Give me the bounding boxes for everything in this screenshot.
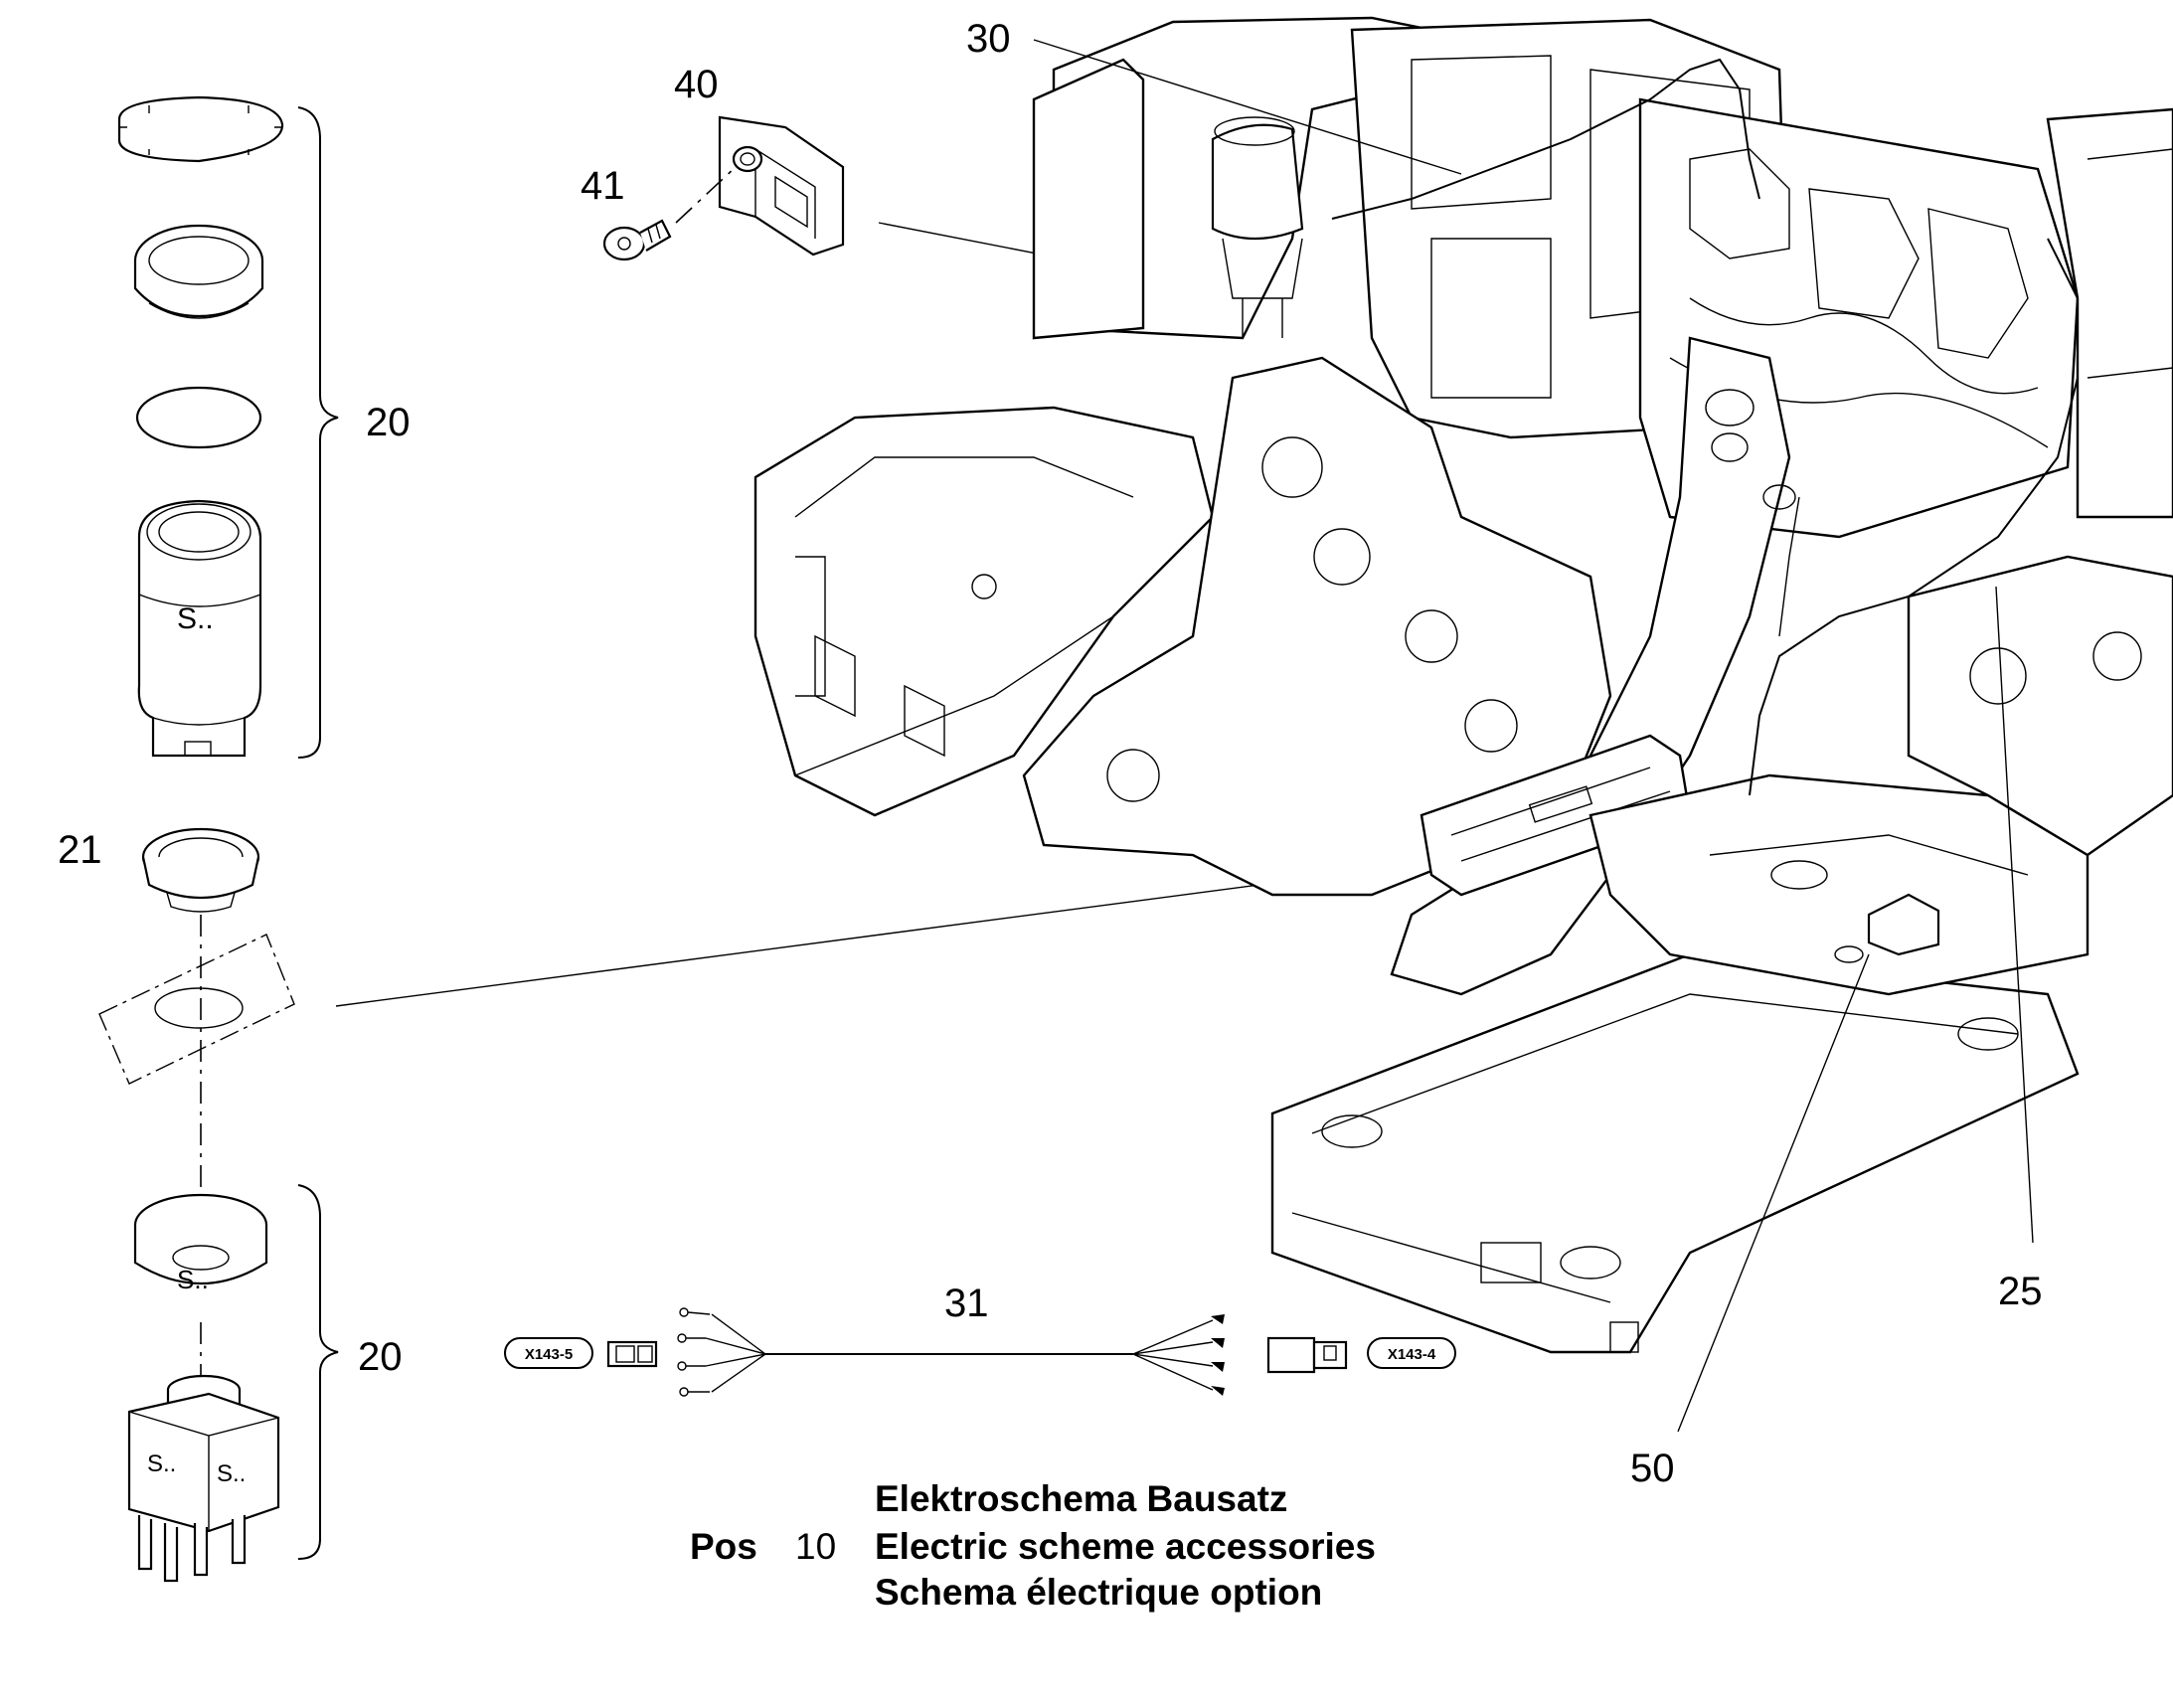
switch-marking-upper: S.. <box>177 602 214 635</box>
callout-21: 21 <box>58 828 102 872</box>
callout-40: 40 <box>674 63 719 106</box>
callout-25: 25 <box>1998 1270 2043 1313</box>
legend-line-en: Electric scheme accessories <box>875 1526 1376 1567</box>
retaining-ring <box>117 95 284 163</box>
switch-assembly-lower: S.. S.. S.. 20 <box>127 1184 403 1583</box>
machine-body <box>753 16 2173 1354</box>
legend-line-fr: Schema électrique option <box>875 1572 1322 1613</box>
cap <box>133 224 264 319</box>
legend: Elektroschema Bausatz Pos 10 Electric sc… <box>690 1478 1376 1613</box>
callout-20-lower: 20 <box>358 1335 403 1379</box>
screw-item-41: 41 <box>581 164 737 261</box>
switch-assembly-upper: S.. 20 <box>117 95 411 759</box>
svg-text:S..: S.. <box>147 1451 176 1477</box>
switch-marking-lower: S.. <box>177 1265 209 1294</box>
leader-25 <box>1995 586 2034 1244</box>
callout-31: 31 <box>944 1281 989 1325</box>
legend-pos-number: 10 <box>795 1526 836 1567</box>
svg-text:S..: S.. <box>217 1460 246 1487</box>
clip-item-40: 40 <box>674 63 845 256</box>
callout-41: 41 <box>581 164 625 208</box>
lens <box>135 386 262 449</box>
bezel-item-21: 21 <box>58 827 260 913</box>
callout-30: 30 <box>966 17 1011 61</box>
connector-tag-right: X143-4 <box>1367 1337 1456 1369</box>
leader-50 <box>1677 953 1870 1433</box>
connector-tag-left: X143-5 <box>504 1337 593 1369</box>
legend-pos-label: Pos <box>690 1526 757 1567</box>
panel-cutout <box>98 934 295 1085</box>
connector-plug-right <box>1266 1336 1348 1374</box>
connector-label-right: X143-4 <box>1388 1346 1436 1363</box>
connector-label-left: X143-5 <box>525 1346 573 1363</box>
switch-block: S.. S.. <box>127 1374 280 1583</box>
connector-plug-left <box>606 1340 658 1368</box>
callout-20-upper: 20 <box>366 401 411 444</box>
callout-50: 50 <box>1630 1447 1675 1490</box>
legend-line-de: Elektroschema Bausatz <box>875 1478 1287 1519</box>
cable-harness-31: 31 X143-5 X143-4 <box>504 1281 1456 1397</box>
switch-body: S.. <box>137 499 262 758</box>
leader-30 <box>1033 39 1462 175</box>
